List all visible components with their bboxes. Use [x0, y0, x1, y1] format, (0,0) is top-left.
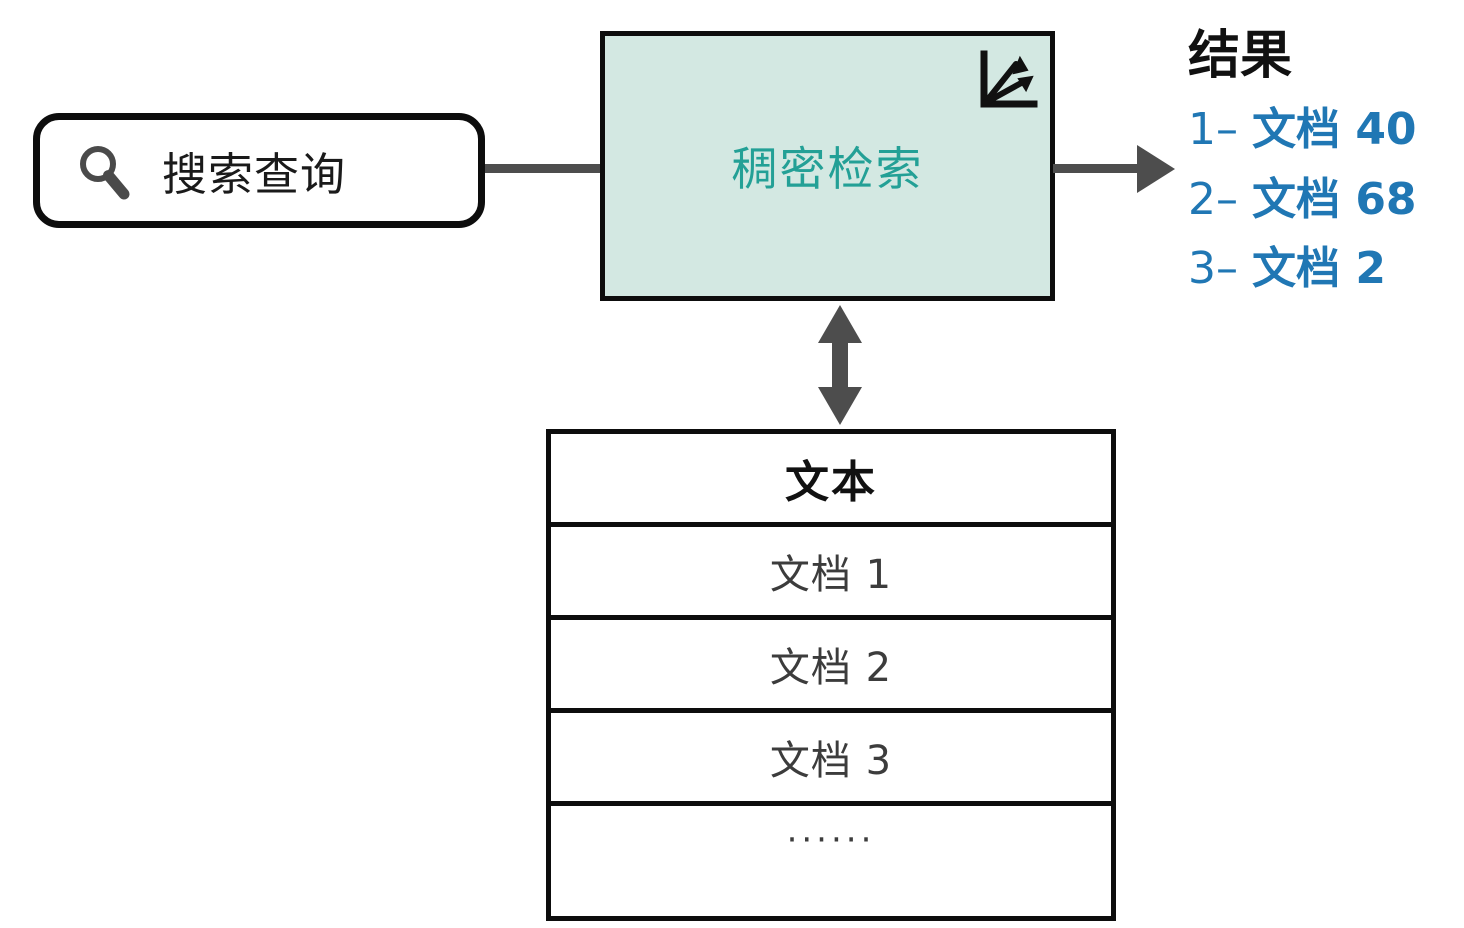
results-title: 结果 [1188, 26, 1293, 86]
corpus-cell-doc-2: 文档 2 [769, 645, 893, 691]
result-label-3: 文档 2 [1252, 243, 1386, 295]
corpus-table: 文本 文档 1 文档 2 文档 3 ······ [546, 429, 1116, 921]
result-item-1[interactable]: 1– 文档 40 [1188, 95, 1464, 165]
table-row[interactable]: 文档 1 [551, 527, 1111, 620]
result-rank-1: 1– [1188, 104, 1238, 155]
corpus-table-header-row: 文本 [551, 434, 1111, 527]
results-list: 1– 文档 40 2– 文档 68 3– 文档 2 [1188, 95, 1464, 304]
search-query-label: 搜索查询 [162, 148, 347, 201]
result-rank-3: 3– [1188, 243, 1238, 295]
dense-retrieval-box[interactable]: 稠密检索 [600, 31, 1055, 301]
search-icon [74, 142, 132, 200]
dense-retrieval-label: 稠密检索 [731, 142, 924, 196]
connector-retrieval-to-results [1053, 164, 1143, 173]
vector-space-icon [976, 50, 1038, 112]
result-label-1: 文档 40 [1252, 104, 1417, 155]
corpus-cell-doc-3: 文档 3 [769, 738, 893, 784]
table-row[interactable]: 文档 2 [551, 620, 1111, 713]
table-row[interactable]: 文档 3 [551, 713, 1111, 806]
result-label-2: 文档 68 [1252, 173, 1417, 225]
arrow-head-results-icon [1137, 145, 1175, 193]
table-row-ellipsis: ······ [551, 806, 1111, 916]
search-query-box[interactable]: 搜索查询 [33, 113, 485, 228]
results-panel: 结果 1– 文档 40 2– 文档 68 3– 文档 2 [1188, 24, 1464, 304]
corpus-cell-doc-1: 文档 1 [769, 552, 893, 598]
connector-query-to-retrieval [485, 164, 603, 173]
result-rank-2: 2– [1188, 173, 1238, 225]
corpus-ellipsis-label: ······ [786, 820, 876, 860]
double-arrow-retrieval-corpus-icon [815, 305, 865, 425]
result-item-3[interactable]: 3– 文档 2 [1188, 234, 1464, 304]
corpus-table-header-label: 文本 [785, 457, 877, 508]
result-item-2[interactable]: 2– 文档 68 [1188, 165, 1464, 235]
